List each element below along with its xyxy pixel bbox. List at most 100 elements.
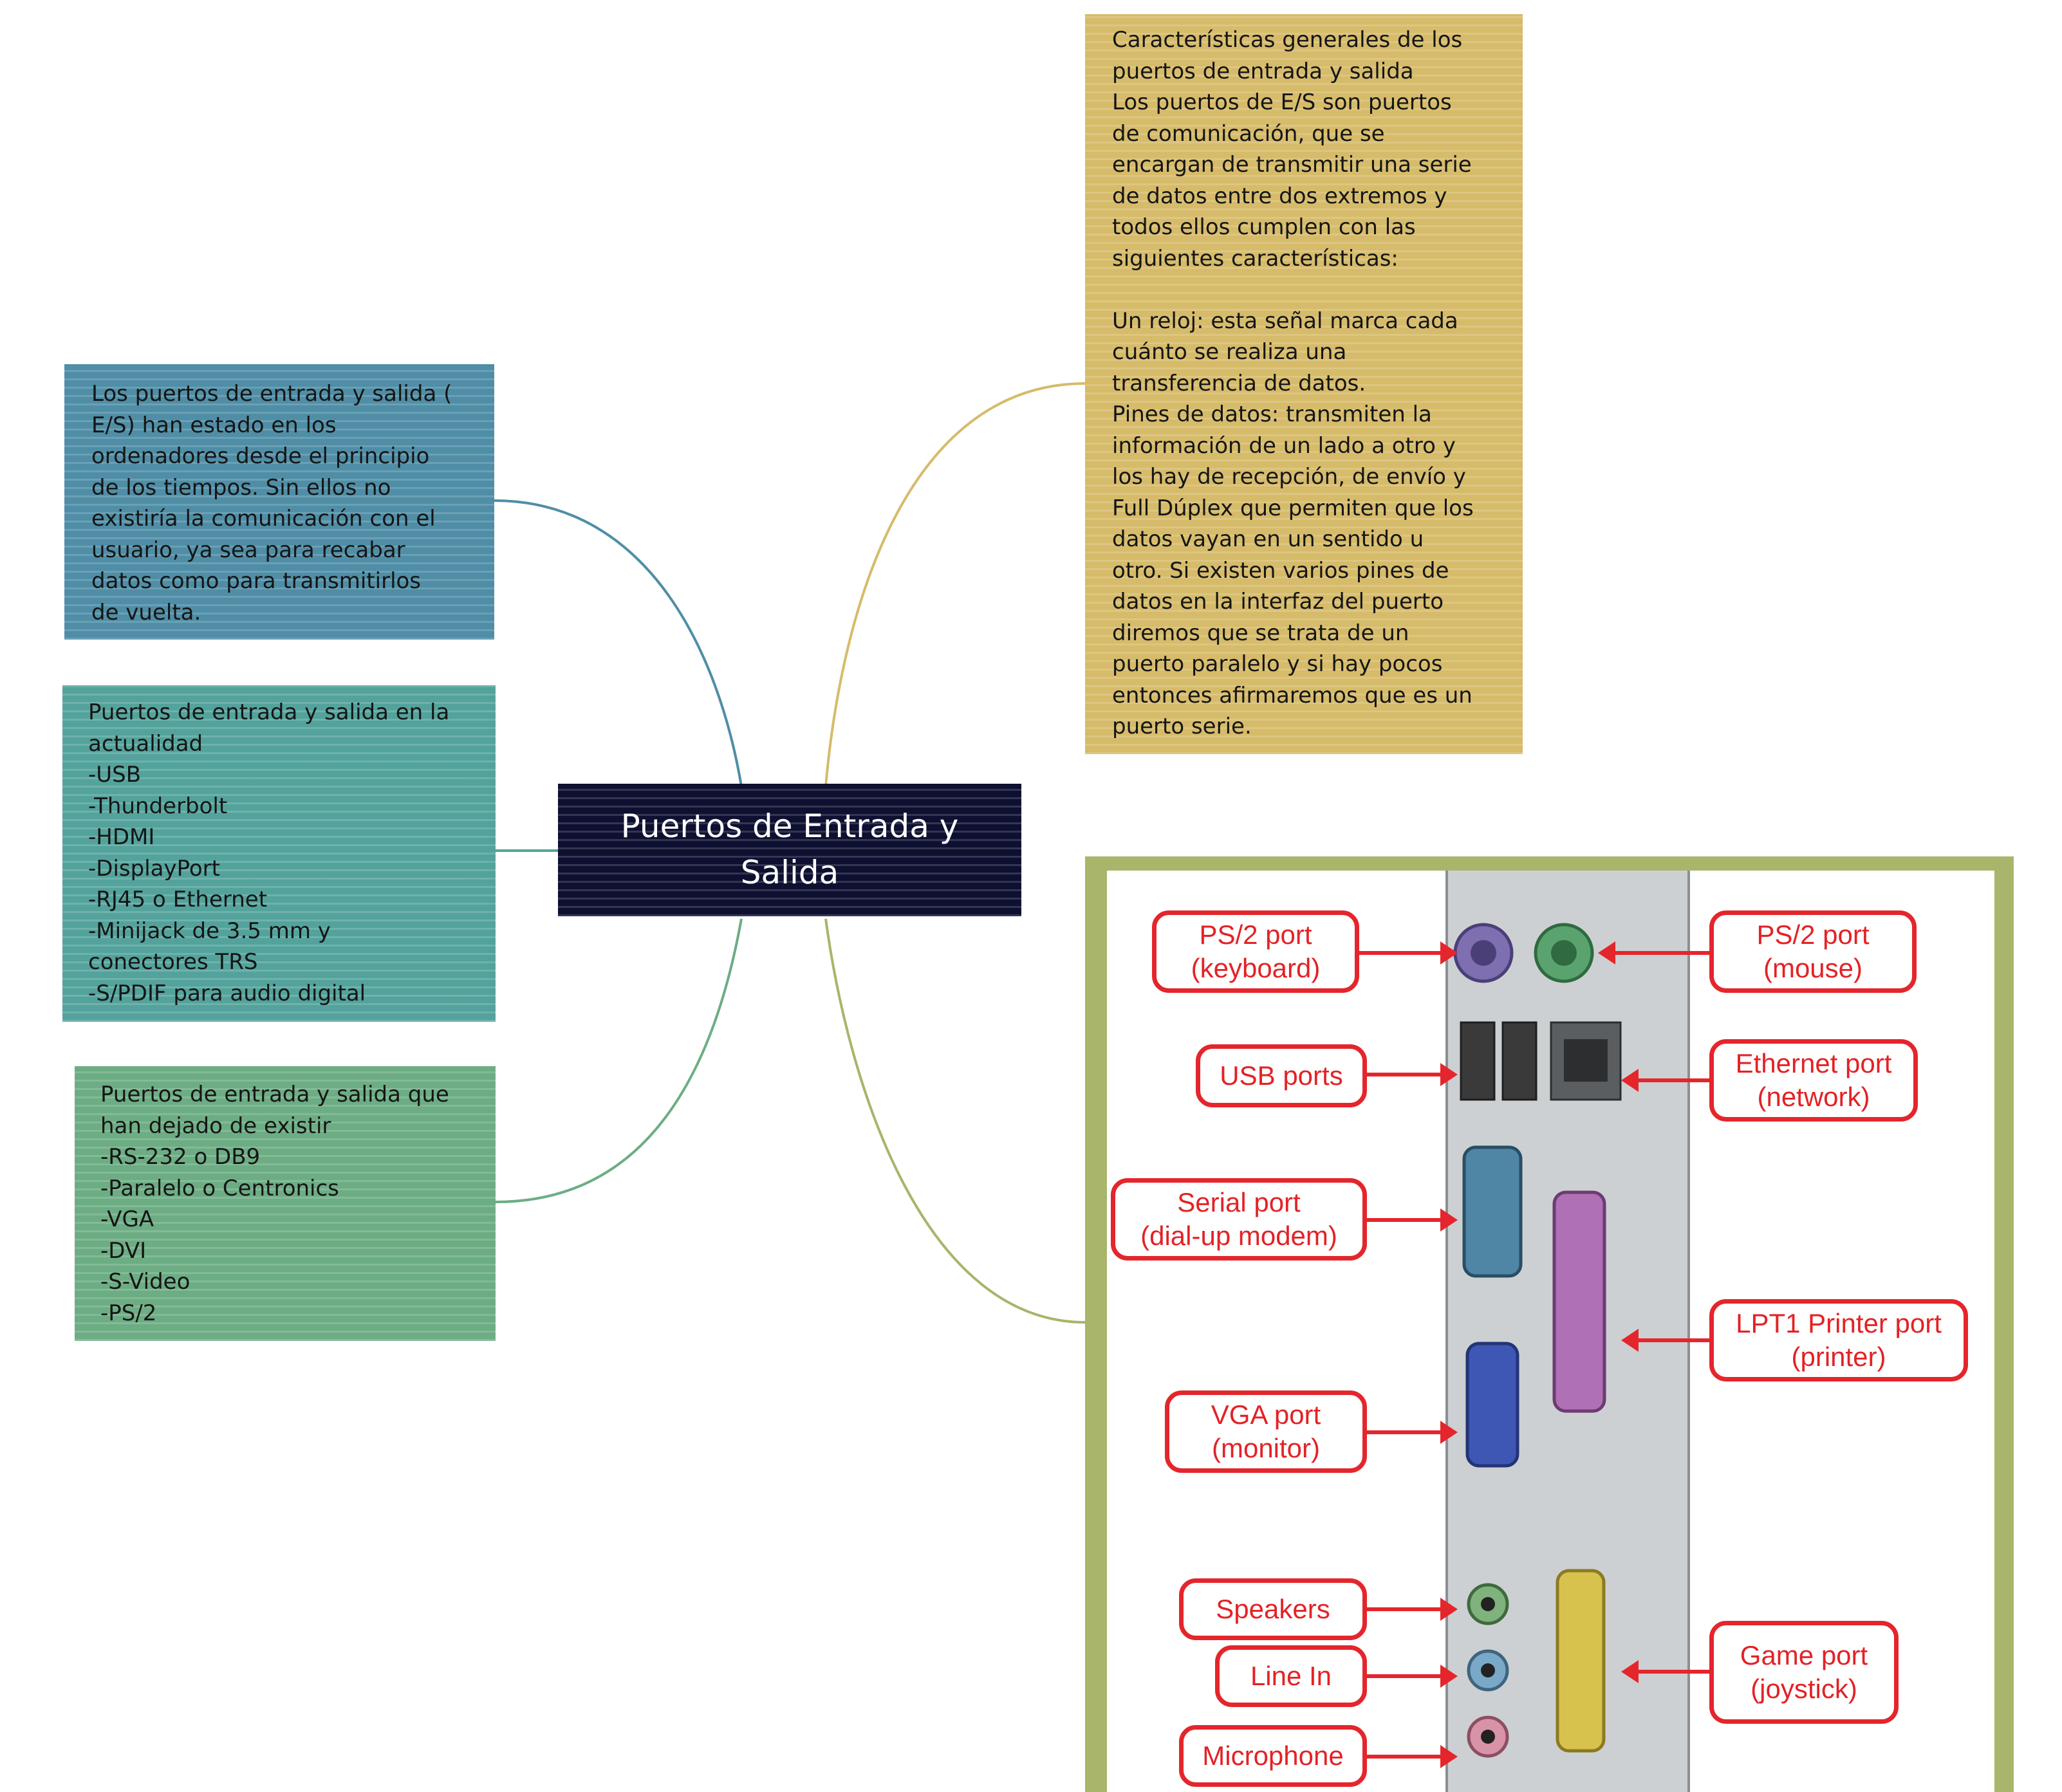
text-line: -S/PDIF para audio digital bbox=[88, 980, 366, 1006]
text-line: otro. Si existen varios pines de bbox=[1112, 557, 1449, 584]
label-serial-port: Serial port (dial-up modem) bbox=[1111, 1178, 1367, 1261]
label-line: (printer) bbox=[1791, 1342, 1886, 1372]
text-line: de vuelta. bbox=[91, 599, 201, 625]
text-line: diremos que se trata de un bbox=[1112, 620, 1409, 646]
text-line: -RJ45 o Ethernet bbox=[88, 887, 268, 912]
label-line: (keyboard) bbox=[1191, 953, 1321, 983]
speakers-jack-icon bbox=[1467, 1583, 1509, 1625]
text-line: los hay de recepción, de envío y bbox=[1112, 464, 1466, 490]
text-line: Los puertos de entrada y salida ( bbox=[91, 381, 452, 407]
arrow-usb bbox=[1366, 1063, 1458, 1086]
text-line: -S-Video bbox=[100, 1269, 190, 1295]
topic-caracteristicas[interactable]: Características generales de los puertos… bbox=[1085, 14, 1523, 754]
image-topic-frame[interactable]: PS/2 port (keyboard) PS/2 port (mouse) U… bbox=[1085, 856, 2014, 1792]
line-in-jack-icon bbox=[1467, 1649, 1509, 1692]
text-line: -Minijack de 3.5 mm y bbox=[88, 918, 331, 944]
text-line: Puertos de entrada y salida que bbox=[100, 1082, 449, 1107]
text-line: de datos entre dos extremos y bbox=[1112, 183, 1447, 209]
ports-illustration bbox=[1358, 923, 1711, 1768]
label-line: Game port bbox=[1740, 1640, 1868, 1670]
text-line: datos vayan en un sentido u bbox=[1112, 526, 1424, 552]
topic-historia[interactable]: Los puertos de entrada y salida ( E/S) h… bbox=[64, 364, 494, 640]
text-line: datos como para transmitirlos bbox=[91, 568, 422, 594]
text-line: transferencia de datos. bbox=[1112, 370, 1366, 396]
usb-ports-icon bbox=[1460, 1021, 1537, 1101]
connector-image bbox=[824, 918, 1086, 1324]
text-line: puerto serie. bbox=[1112, 714, 1252, 739]
serial-port-icon bbox=[1462, 1145, 1523, 1278]
text-line: Los puertos de E/S son puertos bbox=[1112, 89, 1452, 115]
label-line: PS/2 port bbox=[1199, 919, 1312, 950]
label-line: LPT1 Printer port bbox=[1736, 1308, 1942, 1338]
topic-antiguos[interactable]: Puertos de entrada y salida que han deja… bbox=[75, 1066, 496, 1341]
text-line: información de un lado a otro y bbox=[1112, 432, 1456, 459]
arrow-line-in bbox=[1366, 1665, 1458, 1688]
label-microphone: Microphone bbox=[1179, 1725, 1367, 1787]
text-line: encargan de transmitir una serie bbox=[1112, 152, 1472, 178]
text-line: puertos de entrada y salida bbox=[1112, 58, 1414, 84]
label-game-port: Game port (joystick) bbox=[1709, 1621, 1899, 1724]
label-speakers: Speakers bbox=[1179, 1578, 1367, 1640]
arrow-vga bbox=[1366, 1421, 1458, 1444]
vga-port-icon bbox=[1465, 1342, 1519, 1468]
text-line: -Paralelo o Centronics bbox=[100, 1175, 339, 1201]
arrow-microphone bbox=[1366, 1745, 1458, 1768]
text-line: actualidad bbox=[88, 730, 203, 757]
text-line: -HDMI bbox=[88, 824, 155, 850]
text-line: Un reloj: esta señal marca cada bbox=[1112, 308, 1458, 334]
label-line: (monitor) bbox=[1211, 1433, 1321, 1463]
connector-antiguos bbox=[495, 918, 743, 1203]
arrow-speakers bbox=[1366, 1598, 1458, 1621]
text-line: ordenadores desde el principio bbox=[91, 443, 430, 469]
text-line: Full Dúplex que permiten que los bbox=[1112, 495, 1474, 521]
label-lpt1-printer-port: LPT1 Printer port (printer) bbox=[1709, 1299, 1968, 1381]
text-line: usuario, ya sea para recabar bbox=[91, 537, 405, 563]
text-line: -USB bbox=[88, 762, 142, 788]
ethernet-port-icon bbox=[1550, 1021, 1622, 1101]
topic-actualidad[interactable]: Puertos de entrada y salida en la actual… bbox=[62, 685, 496, 1022]
text-line: siguientes características: bbox=[1112, 245, 1398, 272]
microphone-jack-icon bbox=[1467, 1715, 1509, 1758]
text-line: -VGA bbox=[100, 1206, 154, 1232]
arrow-ps2-mouse bbox=[1598, 941, 1711, 965]
text-line: Pines de datos: transmiten la bbox=[1112, 402, 1432, 427]
arrow-ethernet bbox=[1621, 1069, 1711, 1092]
text-line: todos ellos cumplen con las bbox=[1112, 214, 1416, 240]
arrow-serial bbox=[1366, 1208, 1458, 1232]
label-ethernet: Ethernet port (network) bbox=[1709, 1039, 1918, 1122]
arrow-game-port bbox=[1621, 1660, 1711, 1683]
label-line: Microphone bbox=[1202, 1741, 1344, 1771]
label-usb-ports: USB ports bbox=[1196, 1044, 1367, 1107]
text-line: cuánto se realiza una bbox=[1112, 339, 1347, 365]
label-line: (mouse) bbox=[1763, 953, 1863, 983]
central-topic[interactable]: Puertos de Entrada y Salida bbox=[558, 784, 1021, 916]
text-line: -RS-232 o DB9 bbox=[100, 1144, 261, 1170]
text-line bbox=[1112, 274, 1512, 306]
ps2-keyboard-port-icon bbox=[1453, 923, 1514, 983]
central-title-line: Salida bbox=[740, 854, 839, 891]
ps2-mouse-port-icon bbox=[1534, 923, 1594, 983]
text-line: -PS/2 bbox=[100, 1300, 157, 1326]
text-line: Características generales de los bbox=[1112, 27, 1463, 53]
label-line: Line In bbox=[1250, 1661, 1332, 1691]
label-line: (network) bbox=[1757, 1082, 1870, 1112]
io-ports-diagram: PS/2 port (keyboard) PS/2 port (mouse) U… bbox=[1107, 871, 1994, 1792]
connector-historia bbox=[494, 499, 743, 787]
text-line: E/S) han estado en los bbox=[91, 412, 337, 438]
label-line: Serial port bbox=[1177, 1187, 1301, 1217]
label-line: (joystick) bbox=[1751, 1674, 1857, 1704]
text-line: datos en la interfaz del puerto bbox=[1112, 589, 1444, 614]
arrow-lpt1 bbox=[1621, 1329, 1711, 1352]
text-line: de los tiempos. Sin ellos no bbox=[91, 474, 391, 501]
label-line: VGA port bbox=[1211, 1399, 1321, 1430]
text-line: -Thunderbolt bbox=[88, 793, 228, 819]
label-ps2-keyboard: PS/2 port (keyboard) bbox=[1152, 910, 1359, 993]
text-line: Puertos de entrada y salida en la bbox=[88, 699, 450, 725]
arrow-ps2-keyboard bbox=[1358, 941, 1458, 965]
text-line: han dejado de existir bbox=[100, 1113, 331, 1139]
text-line: de comunicación, que se bbox=[1112, 120, 1385, 147]
text-line: puerto paralelo y si hay pocos bbox=[1112, 651, 1443, 677]
text-line: -DisplayPort bbox=[88, 855, 220, 882]
central-title-line: Puertos de Entrada y bbox=[620, 808, 959, 845]
text-line: entonces afirmaremos que es un bbox=[1112, 682, 1472, 708]
